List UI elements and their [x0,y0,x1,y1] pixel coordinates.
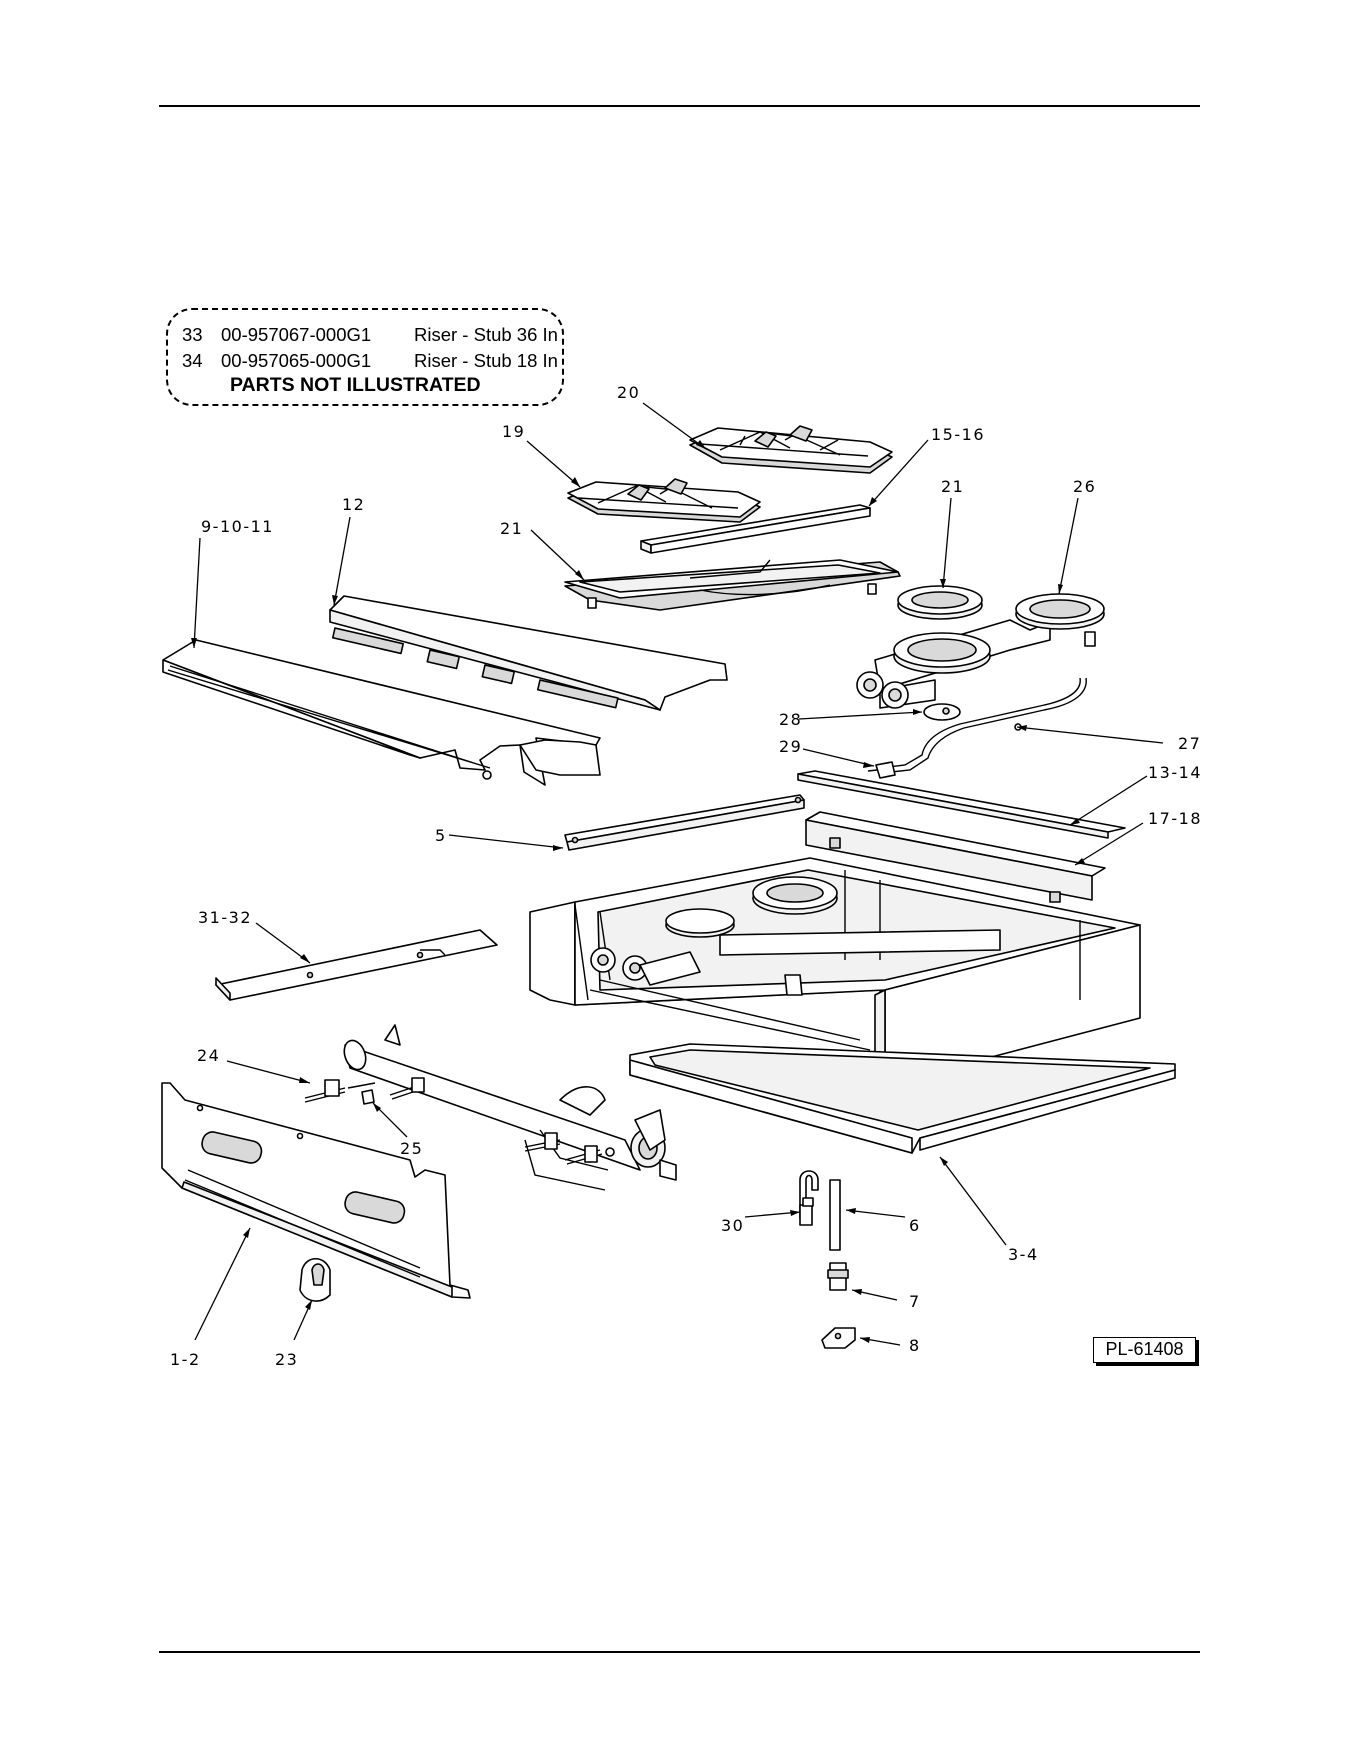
part-description: Riser - Stub 18 In [414,350,558,372]
part-grate-right [690,426,892,473]
callout-24: 24 [197,1046,220,1065]
callout-31-32: 31-32 [198,908,252,927]
callout-17-18: 17-18 [1148,809,1202,828]
parts-not-illustrated-title: PARTS NOT ILLUSTRATED [230,374,481,397]
parts-not-illustrated-box: 33 00-957067-000G1 Riser - Stub 36 In 34… [166,308,564,406]
callout-28: 28 [779,710,802,729]
part-knob [300,1259,330,1301]
callout-15-16: 15-16 [931,425,985,444]
callout-12: 12 [342,495,365,514]
part-pilot-shield [924,704,960,720]
callout-8: 8 [909,1336,921,1355]
part-burner-ring [898,586,982,619]
callout-9-10-11: 9-10-11 [201,517,274,536]
callout-21-burner: 21 [941,477,964,496]
part-grate-left [568,479,760,522]
part-number: 00-957065-000G1 [221,350,371,372]
part-bracket-5 [565,795,804,850]
callout-29: 29 [779,737,802,756]
callout-5: 5 [435,826,447,845]
part-burner-assembly [857,594,1104,708]
callout-7: 7 [909,1292,921,1311]
item-number: 34 [182,350,203,372]
callout-27: 27 [1178,734,1201,753]
callout-19: 19 [502,422,525,441]
callout-3-4: 3-4 [1008,1245,1039,1264]
part-base-frame [630,1044,1175,1153]
part-gas-inlet [800,1171,855,1348]
callout-23: 23 [275,1350,298,1369]
callout-6: 6 [909,1216,921,1235]
part-description: Riser - Stub 36 In [414,324,558,346]
part-top-plate [565,560,900,610]
callout-30: 30 [721,1216,744,1235]
callout-21-plate: 21 [500,519,523,538]
drawing-number: PL-61408 [1093,1337,1196,1363]
callout-26: 26 [1073,477,1096,496]
part-number: 00-957067-000G1 [221,324,371,346]
item-number: 33 [182,324,203,346]
callout-20: 20 [617,383,640,402]
callout-25: 25 [400,1139,423,1158]
callout-13-14: 13-14 [1148,763,1202,782]
callout-1-2: 1-2 [170,1350,201,1369]
part-bracket-31-32 [216,930,497,1000]
